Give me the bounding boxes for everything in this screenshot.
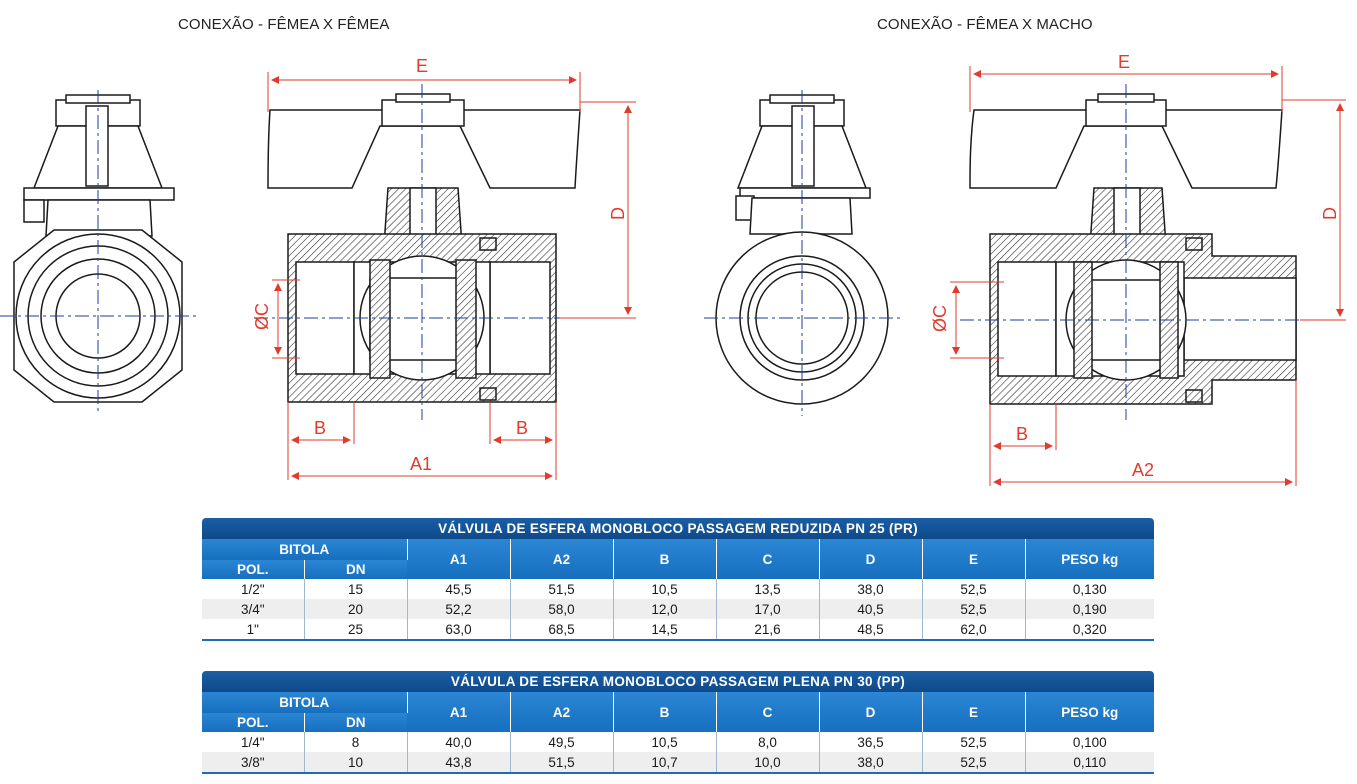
cell-a2: 51,5 [510, 579, 614, 599]
side-view-femea-macho [704, 90, 900, 416]
cell-a2: 58,0 [510, 599, 614, 619]
spec-title-pr: VÁLVULA DE ESFERA MONOBLOCO PASSAGEM RED… [202, 518, 1154, 539]
cell-d: 38,0 [819, 579, 923, 599]
dim-label-d-right: D [1320, 207, 1340, 220]
side-view-femea-femea [0, 90, 196, 412]
dim-label-c-left: ØC [252, 303, 272, 330]
cell-dn: 20 [304, 599, 408, 619]
dim-label-b-left-2: B [516, 418, 528, 438]
cell-a2: 68,5 [510, 619, 614, 641]
cell-pol: 3/4" [202, 599, 305, 619]
header-pol: POL. [202, 560, 305, 579]
cell-b: 12,0 [613, 599, 717, 619]
cell-e: 52,5 [922, 599, 1026, 619]
cell-c: 21,6 [716, 619, 820, 641]
caption-femea-macho: CONEXÃO - FÊMEA X MACHO [877, 16, 1093, 33]
cell-e: 52,5 [922, 579, 1026, 599]
header-a1: A1 [407, 692, 511, 732]
dim-label-b-left-1: B [314, 418, 326, 438]
header-c: C [716, 692, 820, 732]
dimensions-femea-macho [950, 66, 1346, 486]
cell-b: 10,5 [613, 579, 717, 599]
cell-pol: 1" [202, 619, 305, 641]
cell-pol: 3/8" [202, 752, 305, 774]
section-view-femea-macho [960, 84, 1310, 420]
cell-e: 52,5 [922, 752, 1026, 774]
cell-a1: 40,0 [407, 732, 511, 752]
dimensions-femea-femea [267, 72, 636, 480]
cell-peso: 0,130 [1072, 581, 1107, 597]
cell-d: 38,0 [819, 752, 923, 774]
dim-label-a2: A2 [1132, 460, 1154, 480]
cell-e: 62,0 [922, 619, 1026, 641]
header-dn: DN [304, 713, 407, 732]
cell-pol: 1/4" [202, 732, 305, 752]
header-b: B [613, 539, 717, 579]
header-peso: PESO kg [1025, 539, 1154, 579]
header-b: B [613, 692, 717, 732]
cell-b: 10,7 [613, 752, 717, 774]
spec-table-pp: VÁLVULA DE ESFERA MONOBLOCO PASSAGEM PLE… [202, 671, 1154, 774]
cell-d: 40,5 [819, 599, 923, 619]
cell-c: 10,0 [716, 752, 820, 774]
header-a1: A1 [407, 539, 511, 579]
header-e: E [922, 692, 1026, 732]
header-a2: A2 [510, 539, 614, 579]
cell-a1: 52,2 [407, 599, 511, 619]
cell-d: 36,5 [819, 732, 923, 752]
cell-pol: 1/2" [202, 579, 305, 599]
cell-c: 17,0 [716, 599, 820, 619]
cell-a2: 49,5 [510, 732, 614, 752]
header-e: E [922, 539, 1026, 579]
cell-b: 10,5 [613, 732, 717, 752]
header-d: D [819, 692, 923, 732]
section-view-femea-femea [254, 84, 581, 420]
dim-label-a1: A1 [410, 454, 432, 474]
cell-c: 13,5 [716, 579, 820, 599]
cell-a1: 45,5 [407, 579, 511, 599]
cell-a1: 43,8 [407, 752, 511, 774]
header-bitola: BITOLA [202, 692, 408, 713]
cell-c: 8,0 [716, 732, 820, 752]
dim-label-c-right: ØC [930, 305, 950, 332]
header-peso: PESO kg [1025, 692, 1154, 732]
cell-a2: 51,5 [510, 752, 614, 774]
cell-dn: 15 [304, 579, 408, 599]
dim-label-b-right: B [1016, 424, 1028, 444]
cell-a1: 63,0 [407, 619, 511, 641]
cell-dn: 8 [304, 732, 408, 752]
header-a2: A2 [510, 692, 614, 732]
cell-d: 48,5 [819, 619, 923, 641]
cell-peso: 0,110 [1025, 752, 1154, 774]
cell-peso: 0,190 [1025, 599, 1154, 619]
spec-table-pr: VÁLVULA DE ESFERA MONOBLOCO PASSAGEM RED… [202, 518, 1154, 641]
header-pol: POL. [202, 713, 305, 732]
header-bitola: BITOLA [202, 539, 408, 560]
cell-b: 14,5 [613, 619, 717, 641]
dim-label-d-left: D [608, 207, 628, 220]
dim-label-e-right: E [1118, 52, 1130, 72]
header-d: D [819, 539, 923, 579]
cell-dn: 10 [304, 752, 408, 774]
cell-peso: 0,320 [1025, 619, 1154, 641]
caption-femea-femea: CONEXÃO - FÊMEA X FÊMEA [178, 16, 390, 33]
cell-e: 52,5 [922, 732, 1026, 752]
dim-label-e-left: E [416, 56, 428, 76]
technical-drawing: E D ØC B B A1 [0, 52, 1346, 486]
spec-title-pp: VÁLVULA DE ESFERA MONOBLOCO PASSAGEM PLE… [202, 671, 1154, 692]
cell-dn: 25 [304, 619, 408, 641]
header-dn: DN [304, 560, 407, 579]
header-c: C [716, 539, 820, 579]
cell-peso: 0,100 [1072, 734, 1107, 750]
